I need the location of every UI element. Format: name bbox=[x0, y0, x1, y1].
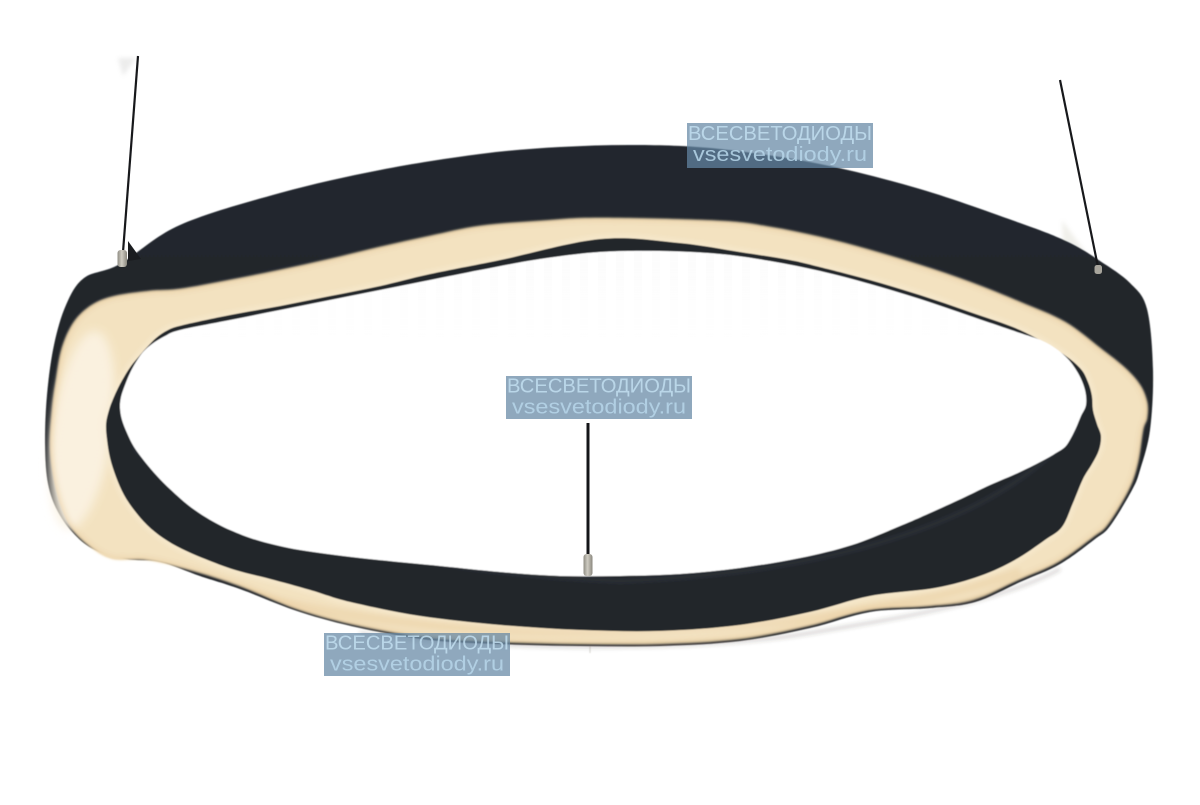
svg-text:vsesvetodiody.ru: vsesvetodiody.ru bbox=[512, 396, 686, 419]
svg-text:ВСЕСВЕТОДИОДЫ: ВСЕСВЕТОДИОДЫ bbox=[507, 375, 691, 398]
svg-text:vsesvetodiody.ru: vsesvetodiody.ru bbox=[330, 653, 504, 676]
svg-text:ВСЕСВЕТОДИОДЫ: ВСЕСВЕТОДИОДЫ bbox=[688, 122, 872, 145]
svg-text:vsesvetodiody.ru: vsesvetodiody.ru bbox=[693, 143, 867, 166]
svg-text:ВСЕСВЕТОДИОДЫ: ВСЕСВЕТОДИОДЫ bbox=[325, 632, 509, 655]
